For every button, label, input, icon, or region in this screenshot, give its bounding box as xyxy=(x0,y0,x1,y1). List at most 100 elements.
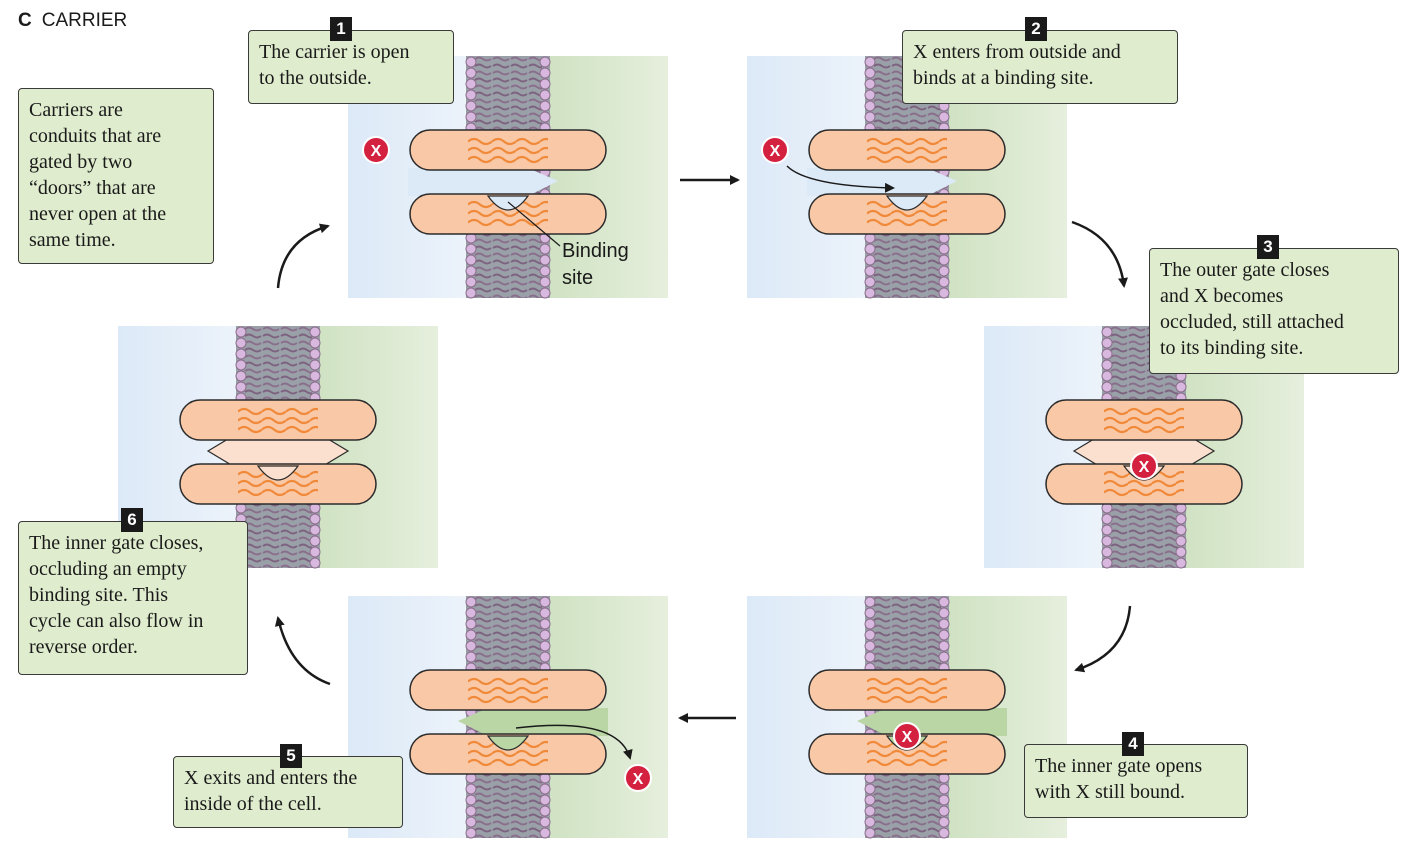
panel-6-lipid-head xyxy=(309,546,321,558)
panel-3-lipid-head xyxy=(1175,557,1187,569)
panel-4-lipid-head xyxy=(938,618,950,630)
panel-4-lipid-head xyxy=(864,805,876,817)
panel-2-carrier-upper-half-helices xyxy=(867,136,947,164)
panel-6-lipid-head xyxy=(309,370,321,382)
step-6-number: 6 xyxy=(121,508,143,532)
panel-4-lipid-head xyxy=(938,816,950,828)
panel-3-lipid-head xyxy=(1101,337,1113,349)
panel-4-lipid-head xyxy=(938,651,950,663)
panel-letter: C xyxy=(18,10,32,31)
panel-2-lipid-head xyxy=(938,111,950,123)
panel-5-lipid-head xyxy=(539,816,551,828)
panel-3-solute-label: X xyxy=(1139,459,1150,476)
panel-4-lipid-head xyxy=(864,651,876,663)
panel-1-lipid-head xyxy=(465,243,477,255)
panel-5-lipid-head xyxy=(539,596,551,608)
panel-2-lipid-head xyxy=(864,287,876,299)
panel-6-lipid-head xyxy=(309,337,321,349)
panel-1-lipid-head xyxy=(465,111,477,123)
panel-6-lipid-head xyxy=(309,557,321,569)
panel-5-lipid-head xyxy=(465,827,477,839)
step-6-note: The inner gate closes, occluding an empt… xyxy=(18,521,248,675)
panel-2-lipid-head xyxy=(864,111,876,123)
panel-3-lipid-head xyxy=(1175,513,1187,525)
panel-1-lipid-head xyxy=(465,78,477,90)
panel-1-lipid-head xyxy=(539,78,551,90)
panel-5-lipid-head xyxy=(465,596,477,608)
carrier-panel-5: X xyxy=(348,596,668,839)
panel-2-lipid-head xyxy=(864,78,876,90)
panel-6-lipid-head xyxy=(309,513,321,525)
panel-4-lipid-head xyxy=(938,640,950,652)
panel-4-lipid-head xyxy=(864,827,876,839)
panel-2-lipid-head xyxy=(938,265,950,277)
panel-3-lipid-head xyxy=(1101,546,1113,558)
binding-site-leader xyxy=(507,201,561,247)
step-4-note: The inner gate opens with X still bound. xyxy=(1024,744,1248,818)
panel-1-lipid-head xyxy=(539,111,551,123)
panel-3-lipid-head xyxy=(1101,381,1113,393)
panel-5-lipid-head xyxy=(539,794,551,806)
panel-title: C CARRIER xyxy=(18,10,127,32)
panel-2-lipid-head xyxy=(864,243,876,255)
panel-2-solute xyxy=(761,136,789,164)
panel-3-lipid-head xyxy=(1101,535,1113,547)
panel-5-solute xyxy=(624,764,652,792)
panel-1-lipid-head xyxy=(539,276,551,288)
panel-heading: CARRIER xyxy=(41,10,128,31)
step-5-note: X exits and enters the inside of the cel… xyxy=(173,756,403,828)
panel-4-lipid-head xyxy=(864,629,876,641)
panel-2-lipid-head xyxy=(938,243,950,255)
panel-5-lipid-head xyxy=(539,651,551,663)
panel-5-inner-vestibule xyxy=(458,708,608,736)
panel-1-carrier-upper-half-helices xyxy=(468,136,548,164)
panel-6-lipid-head xyxy=(309,359,321,371)
panel-4-carrier-upper-half-helices xyxy=(867,676,947,704)
panel-2-lipid-head xyxy=(938,276,950,288)
panel-2-lipid-head xyxy=(864,56,876,68)
panel-1-lipid-head xyxy=(539,67,551,79)
panel-3-carrier-upper-half-helices xyxy=(1104,406,1184,434)
panel-1-lipid-head xyxy=(465,100,477,112)
step-5-number: 5 xyxy=(280,744,302,768)
panel-4-lipid-head xyxy=(864,794,876,806)
panel-5-carrier-upper-half-helices xyxy=(468,676,548,704)
panel-5-lipid-head xyxy=(539,607,551,619)
panel-4-lipid-head xyxy=(864,783,876,795)
panel-2-lipid-head xyxy=(864,89,876,101)
panel-2-lipid-head xyxy=(864,100,876,112)
step-4-number: 4 xyxy=(1122,732,1144,756)
step-2-note: X enters from outside and binds at a bin… xyxy=(902,30,1178,104)
panel-5-lipid-head xyxy=(465,607,477,619)
panel-6-lipid-head xyxy=(235,348,247,360)
panel-5-binding-pocket xyxy=(486,735,530,751)
arrow-6-to-1 xyxy=(276,223,330,289)
panel-5-lipid-head xyxy=(465,794,477,806)
panel-1-lipid-head xyxy=(539,100,551,112)
panel-6-lipid-head xyxy=(235,370,247,382)
panel-4-lipid-head xyxy=(938,794,950,806)
panel-6-lipid-head xyxy=(309,535,321,547)
panel-4-lipid-head xyxy=(864,640,876,652)
panel-6-lipid-head xyxy=(235,337,247,349)
panel-3-solute xyxy=(1130,452,1158,480)
panel-5-lipid-head xyxy=(539,805,551,817)
panel-4-inner-vestibule xyxy=(857,708,1007,736)
carrier-panel-1: X xyxy=(348,56,668,299)
panel-5-solute-label: X xyxy=(633,771,644,788)
panel-4-lipid-head xyxy=(938,805,950,817)
panel-1-lipid-head xyxy=(465,265,477,277)
panel-3-lipid-head xyxy=(1175,535,1187,547)
panel-2-lipid-head xyxy=(864,67,876,79)
panel-1-lipid-head xyxy=(465,67,477,79)
panel-3-lipid-head xyxy=(1175,546,1187,558)
panel-6-lipid-head xyxy=(235,381,247,393)
panel-6-carrier-upper-half-helices xyxy=(238,406,318,434)
panel-5-lipid-head xyxy=(539,618,551,630)
panel-2-binding-pocket xyxy=(885,195,929,211)
panel-4-lipid-head xyxy=(938,596,950,608)
panel-3-lipid-head xyxy=(1101,513,1113,525)
panel-1-solute-label: X xyxy=(371,143,382,160)
panel-1-lipid-head xyxy=(465,89,477,101)
